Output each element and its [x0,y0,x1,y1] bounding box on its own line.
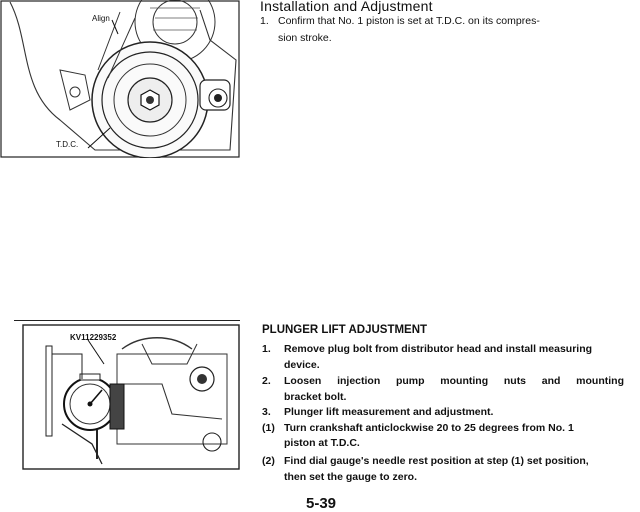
step-number: (1) [262,422,275,434]
step-text-line1: Turn crankshaft anticlockwise 20 to 25 d… [284,422,574,434]
plunger-substep-2: (2) Find dial gauge's needle rest positi… [262,454,632,486]
step-text-line2: piston at T.D.C. [284,437,360,449]
page-number: 5-39 [306,495,337,512]
plunger-step-2: 2. Loosen injection pump mounting nuts a… [262,374,632,406]
pulley-illustration [0,0,240,158]
plunger-lift-heading: PLUNGER LIFT ADJUSTMENT [262,324,428,336]
step-number: 2. [262,375,271,387]
figure-divider [14,320,240,321]
tdc-label: T.D.C. [56,140,79,149]
plunger-substep-1: (1) Turn crankshaft anticlockwise 20 to … [262,421,632,453]
dial-gauge-illustration [22,324,240,470]
step-number: (2) [262,455,275,467]
tool-number-label: KV11229352 [70,333,117,342]
step-number: 1. [260,15,269,27]
step-text-line2: bracket bolt. [284,391,347,403]
installation-heading: Installation and Adjustment [260,0,433,14]
step-text-line1: Remove plug bolt from distributor head a… [284,343,593,355]
step-number: 1. [262,343,271,355]
step-text-line1: Plunger lift measurement and adjustment. [284,406,494,418]
pulley-figure: Align T.D.C. [0,0,240,158]
step-number: 3. [262,406,271,418]
plunger-step-3: 3. Plunger lift measurement and adjustme… [262,405,632,421]
step-text-line1: Find dial gauge's needle rest position a… [284,455,589,467]
step-text-line1: Confirm that No. 1 piston is set at T.D.… [278,15,540,27]
align-label: Align [92,14,110,23]
step-text-line1: Loosen injection pump mounting nuts and … [284,375,624,387]
step-text-line2: sion stroke. [278,32,332,44]
plunger-step-1: 1. Remove plug bolt from distributor hea… [262,342,632,374]
dial-gauge-figure: KV11229352 [22,324,240,470]
step-text-line2: then set the gauge to zero. [284,471,418,483]
step-text-line2: device. [284,359,320,371]
